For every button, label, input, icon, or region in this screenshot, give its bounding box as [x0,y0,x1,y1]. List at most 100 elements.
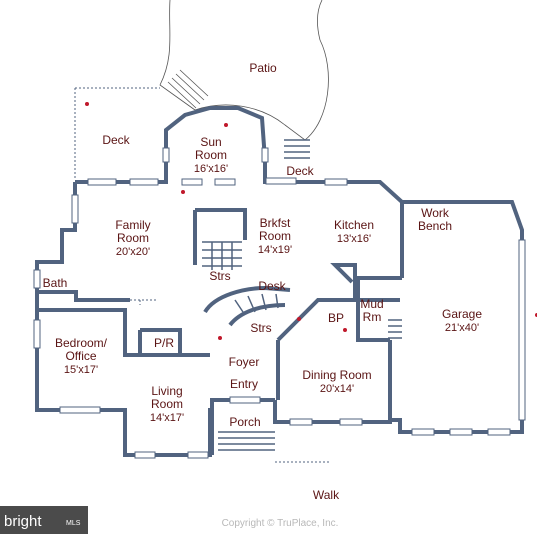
watermark-suffix: MLS [66,520,81,527]
room-name-line: Sun [200,135,221,149]
room-name-line: Brkfst [260,216,291,230]
curved-stair-treads [234,293,279,316]
room-dimensions: 13'x16' [337,233,371,245]
window [214,178,236,186]
window [33,269,41,289]
room-name-line: Foyer [229,355,260,369]
brightmls-watermark: bright MLS [0,506,88,534]
room-dimensions: 20'x20' [116,246,150,258]
window [134,451,156,459]
window [33,319,41,349]
window [289,418,313,426]
label-bath: Bath [43,276,68,290]
window [449,428,473,436]
window [487,428,511,436]
room-name-line: Strs [250,321,271,335]
window [324,178,348,186]
room-marker [85,102,89,106]
label-walk: Walk [313,488,340,502]
window [129,178,159,186]
room-name-line: Patio [249,61,277,75]
label-entry: Entry [230,377,258,391]
room-name-line: P/R [154,336,174,350]
room-name-line: Strs [209,269,230,283]
room-dimensions: 14'x17' [150,412,184,424]
mud-room-stairs [388,319,402,339]
window [181,178,203,186]
label-foyer: Foyer [229,355,260,369]
room-name-line: Bench [418,219,452,233]
room-name-line: Room [195,148,227,162]
room-name-line: Work [421,206,450,220]
window [71,194,79,224]
door [162,147,170,163]
opening-dashes [130,299,158,305]
window [339,418,363,426]
room-name-line: Office [65,349,96,363]
room-name-line: Living [151,384,182,398]
label-patio: Patio [249,61,277,75]
window [187,451,209,459]
label-powder-room: P/R [154,336,174,350]
deck-steps [284,139,310,159]
room-name-line: Porch [229,415,260,429]
room-name-line: Desk [258,279,286,293]
sun-room-walls [164,106,267,161]
room-name-line: Deck [286,164,314,178]
window [411,428,435,436]
label-porch: Porch [229,415,260,429]
room-name-line: BP [328,311,344,325]
room-name-line: Rm [363,310,382,324]
front-door [229,396,261,404]
watermark-background [0,506,88,534]
window [59,406,101,414]
deck-outline [74,87,160,180]
room-name-line: Room [117,231,149,245]
room-name-line: Garage [442,307,482,321]
label-bp: BP [328,311,344,325]
room-name-line: Room [259,229,291,243]
room-marker [297,317,301,321]
watermark-brand: bright [4,513,42,530]
room-dimensions: 14'x19' [258,244,292,256]
room-name-line: Kitchen [334,218,374,232]
door [265,177,297,185]
interior-walls [138,208,400,400]
room-name-line: Mud [360,297,383,311]
room-marker [181,190,185,194]
room-name-line: Dining Room [302,368,371,382]
curved-stair-walls [203,285,291,327]
room-dimensions: 20'x14' [320,383,354,395]
room-name-line: Room [151,397,183,411]
room-name-line: Bedroom/ [55,336,108,350]
copyright-text: Copyright © TruPlace, Inc. [222,518,339,529]
room-marker [343,328,347,332]
room-name-line: Entry [230,377,258,391]
label-stairs-lower: Strs [250,321,271,335]
label-desk: Desk [258,279,286,293]
label-deck-right: Deck [286,164,314,178]
room-name-line: Family [115,218,150,232]
room-name-line: Walk [313,488,340,502]
stairs-upper-treads [202,241,242,270]
label-deck-left: Deck [102,133,130,147]
garage-door [518,239,526,421]
window [87,178,117,186]
room-marker [224,123,228,127]
patio-outline [159,0,329,141]
room-name-line: Bath [43,276,68,290]
door [261,147,269,163]
room-marker [218,336,222,340]
room-name-line: Deck [102,133,130,147]
label-stairs-upper: Strs [209,269,230,283]
